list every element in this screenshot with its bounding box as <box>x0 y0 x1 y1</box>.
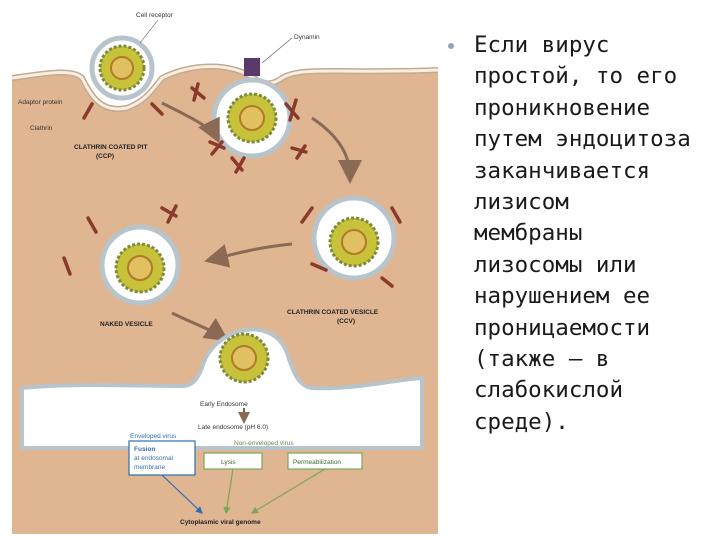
arrow-dynamin-to-ccv <box>311 116 362 184</box>
svg-text:at endosomal: at endosomal <box>134 455 174 462</box>
label-naked-vesicle: NAKED VESICLE <box>100 321 153 328</box>
virus-naked-vesicle <box>99 224 181 306</box>
label-late-endosome: Late endosome (pH 6.0) <box>198 424 268 431</box>
label-clathrin: Clathrin <box>30 125 53 132</box>
arrow-ccp-to-dynamin <box>161 101 220 144</box>
text-line: Если вирус <box>474 32 610 58</box>
slide-paragraph: Если вирус простой, то его проникновение… <box>474 30 716 438</box>
text-line: проникновение <box>474 94 651 121</box>
virus-coated-pit <box>89 35 155 101</box>
fusion-box <box>128 440 196 476</box>
label-permeabilization: Permeabilization <box>293 459 341 466</box>
label-ccv: CLATHRIN COATED VESICLE <box>287 309 379 316</box>
label-early-endosome: Early Endosome <box>200 401 248 408</box>
label-non-enveloped: Non-enveloped virus <box>234 440 294 447</box>
text-line: простой, то его <box>474 63 678 90</box>
text-line: путем эндоцитоза <box>474 126 691 153</box>
text-line: нарушением ее <box>474 283 651 310</box>
text-line: заканчивается <box>474 157 651 184</box>
label-cytoplasmic-genome: Cytoplasmic viral genome <box>180 519 261 526</box>
svg-text:membrane: membrane <box>134 464 165 471</box>
label-dynamin: Dynamin <box>294 34 320 41</box>
text-line: проницаемости <box>474 314 651 341</box>
bullet-icon <box>448 43 454 49</box>
virus-endosome <box>218 332 270 384</box>
label-enveloped: Enveloped virus <box>130 433 177 440</box>
endosome <box>20 327 424 450</box>
svg-text:Fusion: Fusion <box>134 446 155 453</box>
text-line: лизисом <box>474 189 569 216</box>
text-line: мембраны <box>474 220 583 247</box>
clathrin-fragments <box>62 82 402 288</box>
label-ccp: CLATHRIN COATED PIT <box>74 144 147 151</box>
label-lysis: Lysis <box>221 459 236 466</box>
endocytosis-diagram: Cell receptor Dynamin Adaptor protein Cl… <box>12 8 438 534</box>
text-line: среде). <box>474 408 569 435</box>
label-ccv-abbr: (CCV) <box>337 318 355 325</box>
arrow-ccv-to-naked <box>204 242 293 268</box>
arrow-naked-to-endosome <box>171 311 229 342</box>
virus-coated-vesicle <box>311 195 397 281</box>
slide-text-block: Если вирус простой, то его проникновение… <box>446 30 716 438</box>
label-cell-receptor: Cell receptor <box>136 12 174 19</box>
diagram-svg: Cell receptor Dynamin Adaptor protein Cl… <box>12 8 438 534</box>
text-line: слабокислой <box>474 377 624 404</box>
text-line: (также – в <box>474 346 610 373</box>
label-ccp-abbr: (CCP) <box>96 153 114 160</box>
text-line: лизосомы или <box>474 251 637 278</box>
label-adaptor-protein: Adaptor protein <box>18 99 63 106</box>
